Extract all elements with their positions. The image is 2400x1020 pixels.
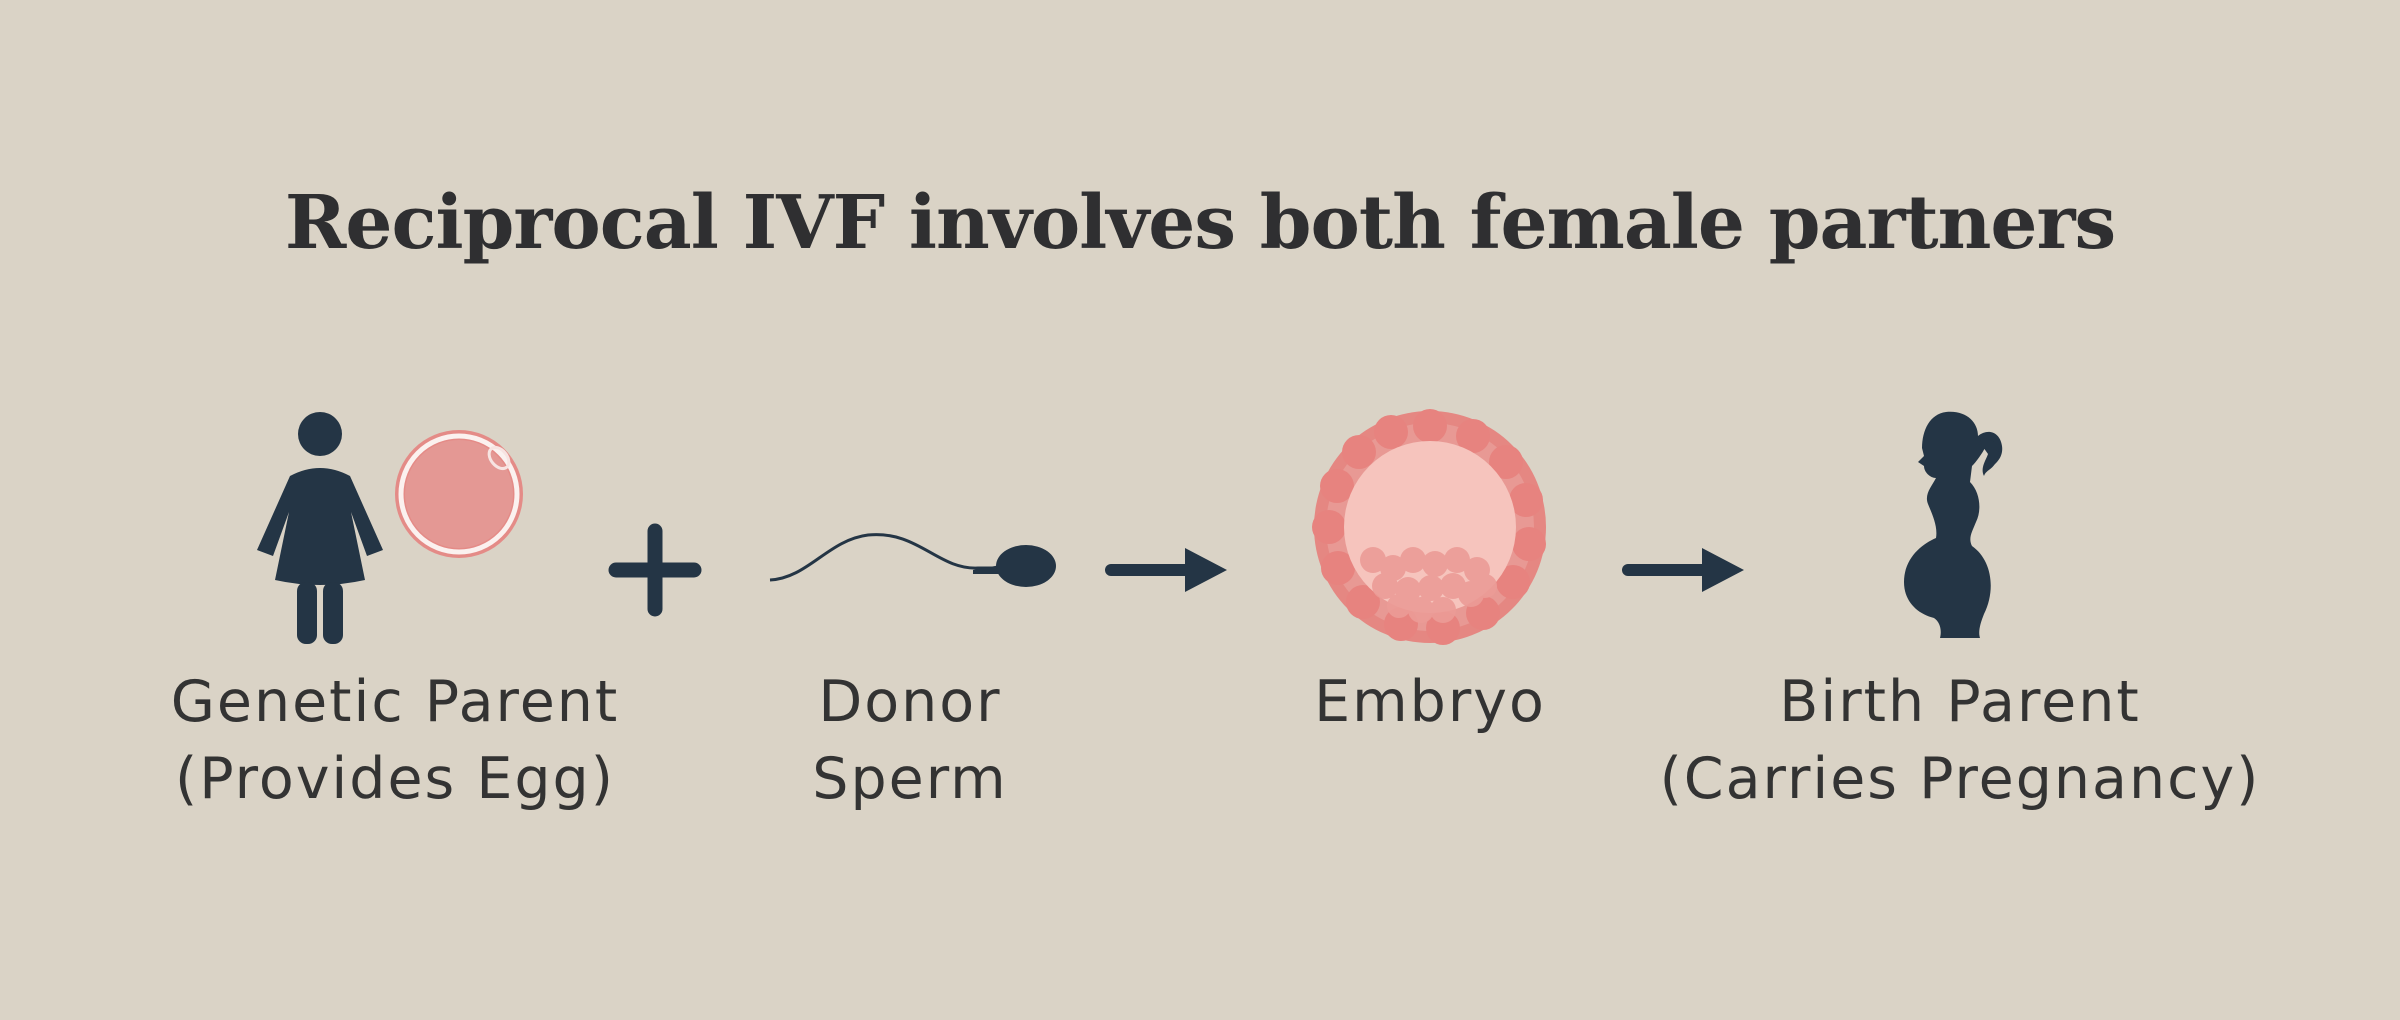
label-line: Donor <box>818 669 1002 735</box>
woman-icon <box>257 412 383 644</box>
sperm-icon <box>769 533 1056 587</box>
birth-parent-label: Birth Parent (Carries Pregnancy) <box>1590 664 2330 818</box>
plus-icon <box>608 523 702 617</box>
label-line: Birth Parent <box>1779 669 2141 735</box>
label-line: Embryo <box>1314 669 1546 735</box>
embryo-label: Embryo <box>1230 664 1630 741</box>
genetic-parent-label: Genetic Parent (Provides Egg) <box>95 664 695 818</box>
embryo-icon <box>1312 409 1546 645</box>
donor-sperm-label: Donor Sperm <box>710 664 1110 818</box>
egg-icon <box>395 430 523 558</box>
page-title: Reciprocal IVF involves both female part… <box>284 180 2116 266</box>
label-line: (Carries Pregnancy) <box>1659 746 2261 812</box>
arrow-right-icon <box>1622 548 1744 592</box>
label-line: Sperm <box>812 746 1008 812</box>
label-line: (Provides Egg) <box>175 746 615 812</box>
label-line: Genetic Parent <box>170 669 620 735</box>
pregnant-woman-icon <box>1904 411 2003 638</box>
arrow-right-icon <box>1105 548 1227 592</box>
